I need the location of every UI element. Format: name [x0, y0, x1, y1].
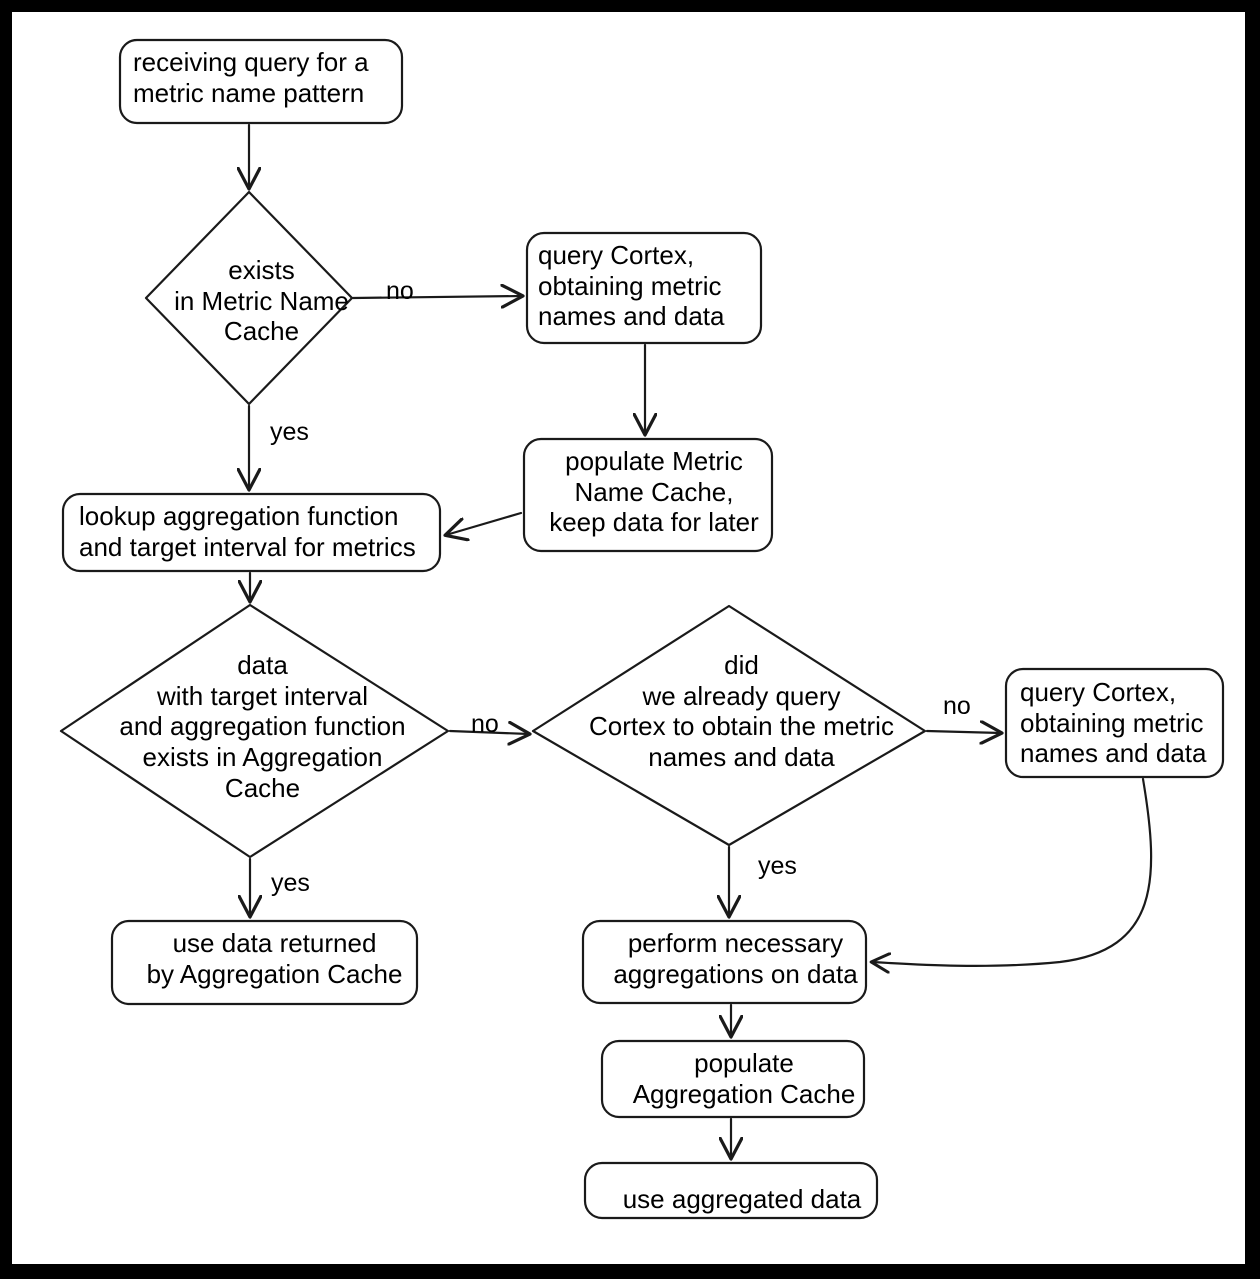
edge-label-no-did-already-query: no [943, 692, 971, 720]
node-exists-metric-name-cache[interactable] [144, 190, 354, 406]
edge-exists-no-to-query-cortex [351, 296, 522, 298]
flowchart-svg [59, 38, 1225, 1220]
node-query-cortex-right[interactable] [1004, 667, 1225, 779]
node-receiving-query[interactable] [118, 38, 404, 125]
edge-label-yes-aggregation-cache: yes [271, 869, 310, 897]
edge-aggregation-no-to-didquery [448, 731, 529, 734]
edge-label-no-metric-name-cache: no [386, 277, 414, 305]
node-populate-metric-name-cache[interactable] [522, 437, 774, 553]
edge-label-yes-did-already-query: yes [758, 852, 797, 880]
node-query-cortex-top[interactable] [525, 231, 763, 345]
edge-label-no-aggregation-cache: no [471, 710, 499, 738]
node-lookup-aggregation-function[interactable] [61, 492, 442, 573]
node-use-data-returned[interactable] [110, 919, 419, 1006]
diagram-canvas: receiving query for a metric name patter… [12, 12, 1245, 1264]
node-use-aggregated-data[interactable] [583, 1161, 879, 1220]
edge-populate-cache-to-lookup [446, 511, 523, 535]
edge-query-cortex-right-to-perform [872, 777, 1153, 966]
node-exists-aggregation-cache[interactable] [59, 603, 450, 859]
node-did-we-already-query[interactable] [531, 604, 927, 847]
node-populate-aggregation-cache[interactable] [600, 1039, 866, 1119]
edge-didquery-no-to-query-cortex-right [925, 731, 1001, 733]
node-perform-aggregations[interactable] [581, 919, 868, 1005]
edge-label-yes-metric-name-cache: yes [270, 418, 309, 446]
